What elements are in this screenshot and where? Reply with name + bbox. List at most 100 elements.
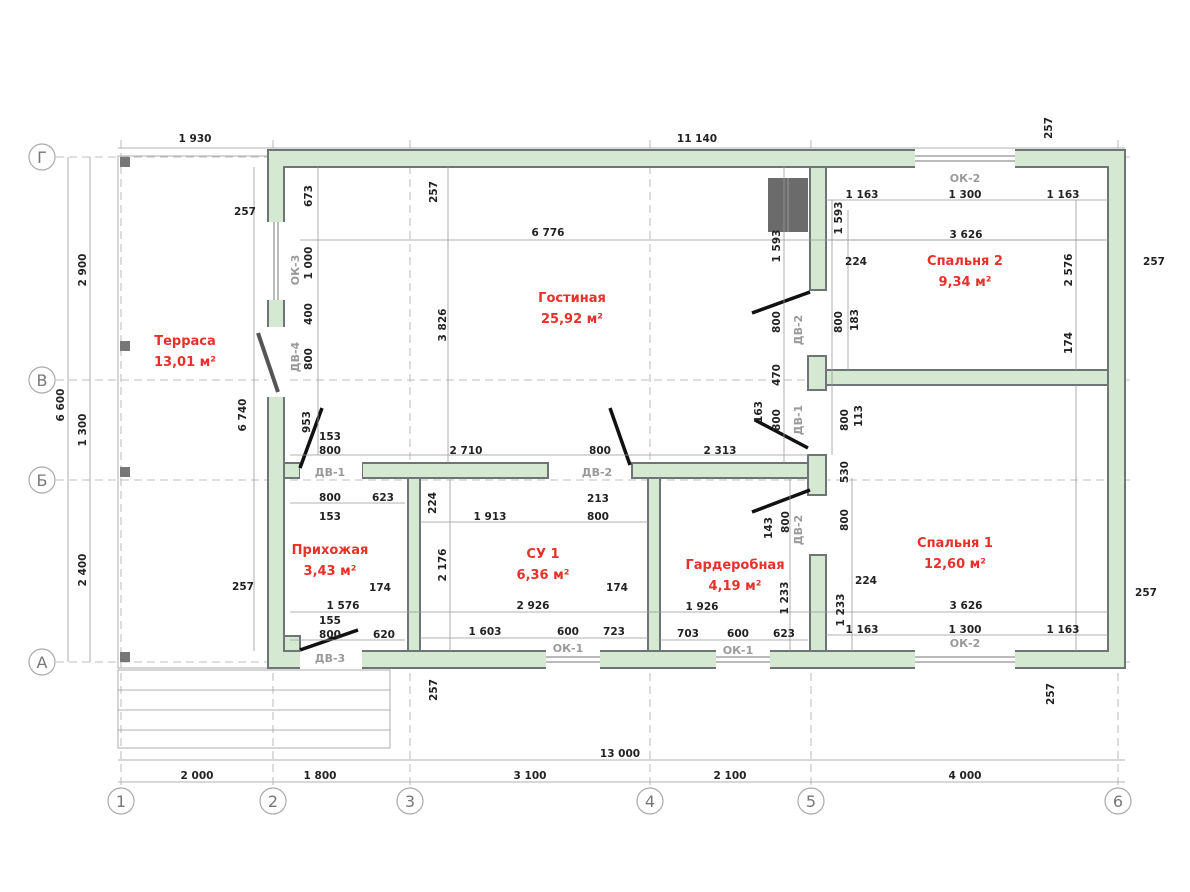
axis-marker <box>28 143 56 171</box>
room-name: Терраса <box>154 334 216 349</box>
axis-label-row: В <box>37 371 48 390</box>
window <box>915 149 1015 168</box>
room-area: 13,01 м² <box>154 355 216 370</box>
dimension-label: 257 <box>1135 587 1157 599</box>
dimension-label: 257 <box>232 581 254 593</box>
post <box>120 467 130 477</box>
dimension-label: 1 593 <box>771 230 783 263</box>
room-area: 6,36 м² <box>517 568 570 583</box>
interior-wall <box>807 355 827 391</box>
dimension-label: 2 576 <box>1063 254 1075 287</box>
dimension-label: 1 163 <box>846 189 879 201</box>
dimension-label: 1 163 <box>846 624 879 636</box>
dimension-label: 1 603 <box>469 626 502 638</box>
dimension-label: 13 000 <box>600 748 640 760</box>
room-area: 4,19 м² <box>709 579 762 594</box>
door-leaf <box>751 488 811 514</box>
room-name: Гардеробная <box>685 558 784 573</box>
axis-label-column: 6 <box>1113 792 1123 811</box>
dimension-label: 1 300 <box>949 624 982 636</box>
post <box>120 341 130 351</box>
dimension-label: 1 000 <box>303 247 315 280</box>
axis-label-column: 3 <box>405 792 415 811</box>
axis-marker <box>1104 787 1132 815</box>
interior-wall <box>361 462 549 479</box>
dimension-label: 800 <box>589 445 611 457</box>
dimension-label: 1 300 <box>77 414 89 447</box>
dimension-lines <box>67 147 1125 783</box>
dimension-label: 2 000 <box>181 770 214 782</box>
door-gap <box>300 650 362 669</box>
dimension-label: 257 <box>1143 256 1165 268</box>
opening-label: ДВ-2 <box>582 466 612 479</box>
interior-wall <box>647 477 661 652</box>
axis-marker <box>28 366 56 394</box>
dimension-label: 800 <box>303 348 315 370</box>
room-area: 12,60 м² <box>924 557 986 572</box>
dimension-label: 1 233 <box>835 594 847 627</box>
dimension-label: 1 593 <box>833 202 845 235</box>
opening-label: ДВ-3 <box>315 652 345 665</box>
dimension-label: 470 <box>771 364 783 386</box>
door-leaf <box>751 290 811 315</box>
opening-label: ОК-2 <box>950 637 981 650</box>
dimension-label: 257 <box>428 181 440 203</box>
dimension-label: 3 626 <box>950 229 983 241</box>
dimension-label: 224 <box>845 256 867 268</box>
dimension-label: 2 900 <box>77 254 89 287</box>
axis-marker <box>28 648 56 676</box>
post <box>120 652 130 662</box>
dimension-label: 2 100 <box>714 770 747 782</box>
door-gap <box>300 462 362 479</box>
dimension-label: 4 000 <box>949 770 982 782</box>
door-gap <box>809 391 827 454</box>
window <box>267 222 285 300</box>
dimension-label: 224 <box>427 492 439 514</box>
dimension-label: 113 <box>853 405 865 427</box>
dimension-label: 2 710 <box>450 445 483 457</box>
window <box>546 650 600 669</box>
dimension-label: 257 <box>1043 117 1055 139</box>
dimension-label: 1 913 <box>474 511 507 523</box>
dimension-label: 174 <box>1063 332 1075 354</box>
dimension-label: 800 <box>587 511 609 523</box>
room-area: 9,34 м² <box>939 275 992 290</box>
dimension-label: 163 <box>753 401 765 423</box>
door-leaf <box>754 418 809 450</box>
dimension-label: 174 <box>606 582 628 594</box>
interior-wall <box>809 166 827 291</box>
interior-wall <box>809 554 827 652</box>
room-name: Гостиная <box>538 291 606 306</box>
axis-label-row: Б <box>37 471 48 490</box>
room-name: Спальня 2 <box>927 254 1003 269</box>
dimension-label: 800 <box>839 409 851 431</box>
axis-label-column: 4 <box>645 792 655 811</box>
room-area: 3,43 м² <box>304 564 357 579</box>
dimension-label: 723 <box>603 626 625 638</box>
door-leaves <box>256 290 811 652</box>
interior-wall <box>283 462 301 479</box>
dimension-label: 183 <box>849 309 861 331</box>
dimension-label: 2 176 <box>437 549 449 582</box>
dimension-label: 2 313 <box>704 445 737 457</box>
door-gap <box>809 496 827 554</box>
opening-label: ДВ-1 <box>315 466 345 479</box>
axis-label-column: 1 <box>116 792 126 811</box>
dimension-label: 6 600 <box>55 389 67 422</box>
dimension-label: 800 <box>839 509 851 531</box>
door-gap <box>267 327 285 397</box>
axis-marker <box>259 787 287 815</box>
dimension-label: 153 <box>319 511 341 523</box>
opening-label: ОК-3 <box>289 255 302 286</box>
dimension-label: 153 <box>319 431 341 443</box>
interior-wall <box>807 454 827 496</box>
room-name: Прихожая <box>292 543 369 558</box>
dimension-label: 800 <box>319 445 341 457</box>
dimension-label: 800 <box>771 409 783 431</box>
dimension-label: 800 <box>833 311 845 333</box>
dimension-label: 623 <box>773 628 795 640</box>
axis-marker <box>28 466 56 494</box>
dimension-label: 213 <box>587 493 609 505</box>
